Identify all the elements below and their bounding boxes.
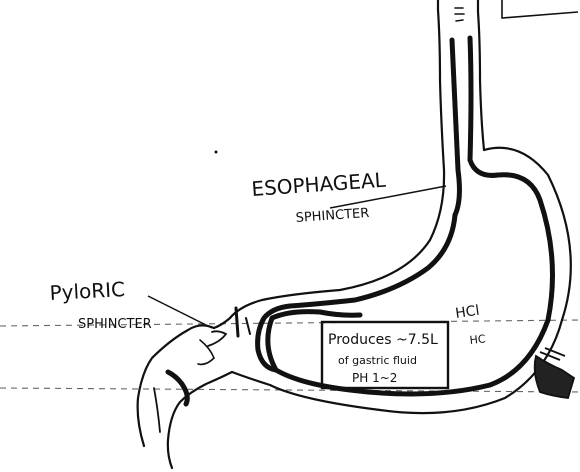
esophageal-label-line1: ESOPHAGEAL <box>251 168 388 201</box>
esophagus <box>438 0 498 215</box>
outflow-arrow <box>535 348 574 398</box>
top-bracket-mark <box>502 0 578 18</box>
esophageal-label-line2: SPHINCTER <box>295 206 370 226</box>
duodenum <box>138 308 250 468</box>
box-text-line1: Produces ~7.5L <box>328 332 438 348</box>
hc-label: HC <box>469 332 487 347</box>
box-text-line2: of gastric fluid <box>338 354 417 367</box>
hcl-label: HCl <box>454 303 480 322</box>
pyloric-label-line1: PyloRIC <box>49 277 126 305</box>
box-text-line3: PH 1~2 <box>352 371 397 385</box>
stray-dot <box>215 151 218 154</box>
pyloric-label-line2: SPHINCTER <box>78 317 152 332</box>
